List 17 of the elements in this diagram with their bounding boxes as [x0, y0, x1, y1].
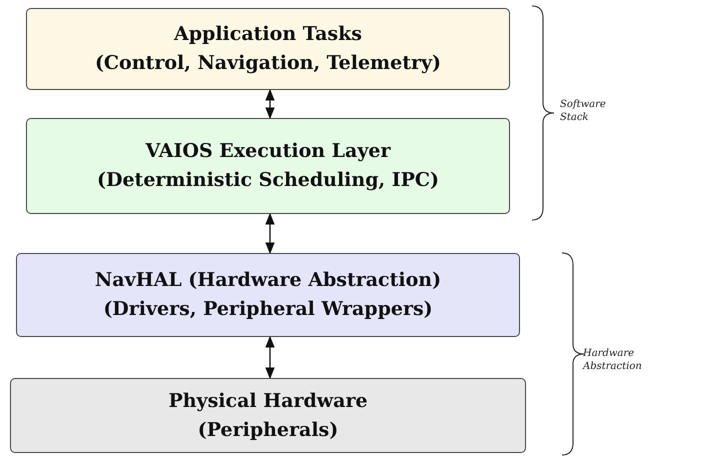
layer-title: (Peripherals)	[198, 418, 338, 442]
brace-label: Hardware Abstraction	[583, 347, 643, 373]
brace-label: Software Stack	[560, 98, 607, 124]
layer-box	[26, 8, 510, 90]
layer-title: (Deterministic Scheduling, IPC)	[97, 168, 439, 193]
layer-box	[26, 118, 510, 214]
double-arrow	[265, 212, 275, 254]
layer-title: (Control, Navigation, Telemetry)	[94, 51, 442, 76]
layer-title: NavHAL (Hardware Abstraction)	[94, 268, 442, 293]
layer-box	[16, 253, 520, 337]
layer-title: Physical Hardware	[168, 388, 368, 414]
layer-box	[10, 378, 526, 453]
layer-title: VAIOS Execution Layer	[146, 139, 390, 164]
layer-title: Application Tasks	[174, 22, 362, 47]
double-arrow	[265, 88, 275, 120]
layer-title: (Drivers, Peripheral Wrappers)	[103, 297, 433, 322]
double-arrow	[265, 336, 275, 380]
